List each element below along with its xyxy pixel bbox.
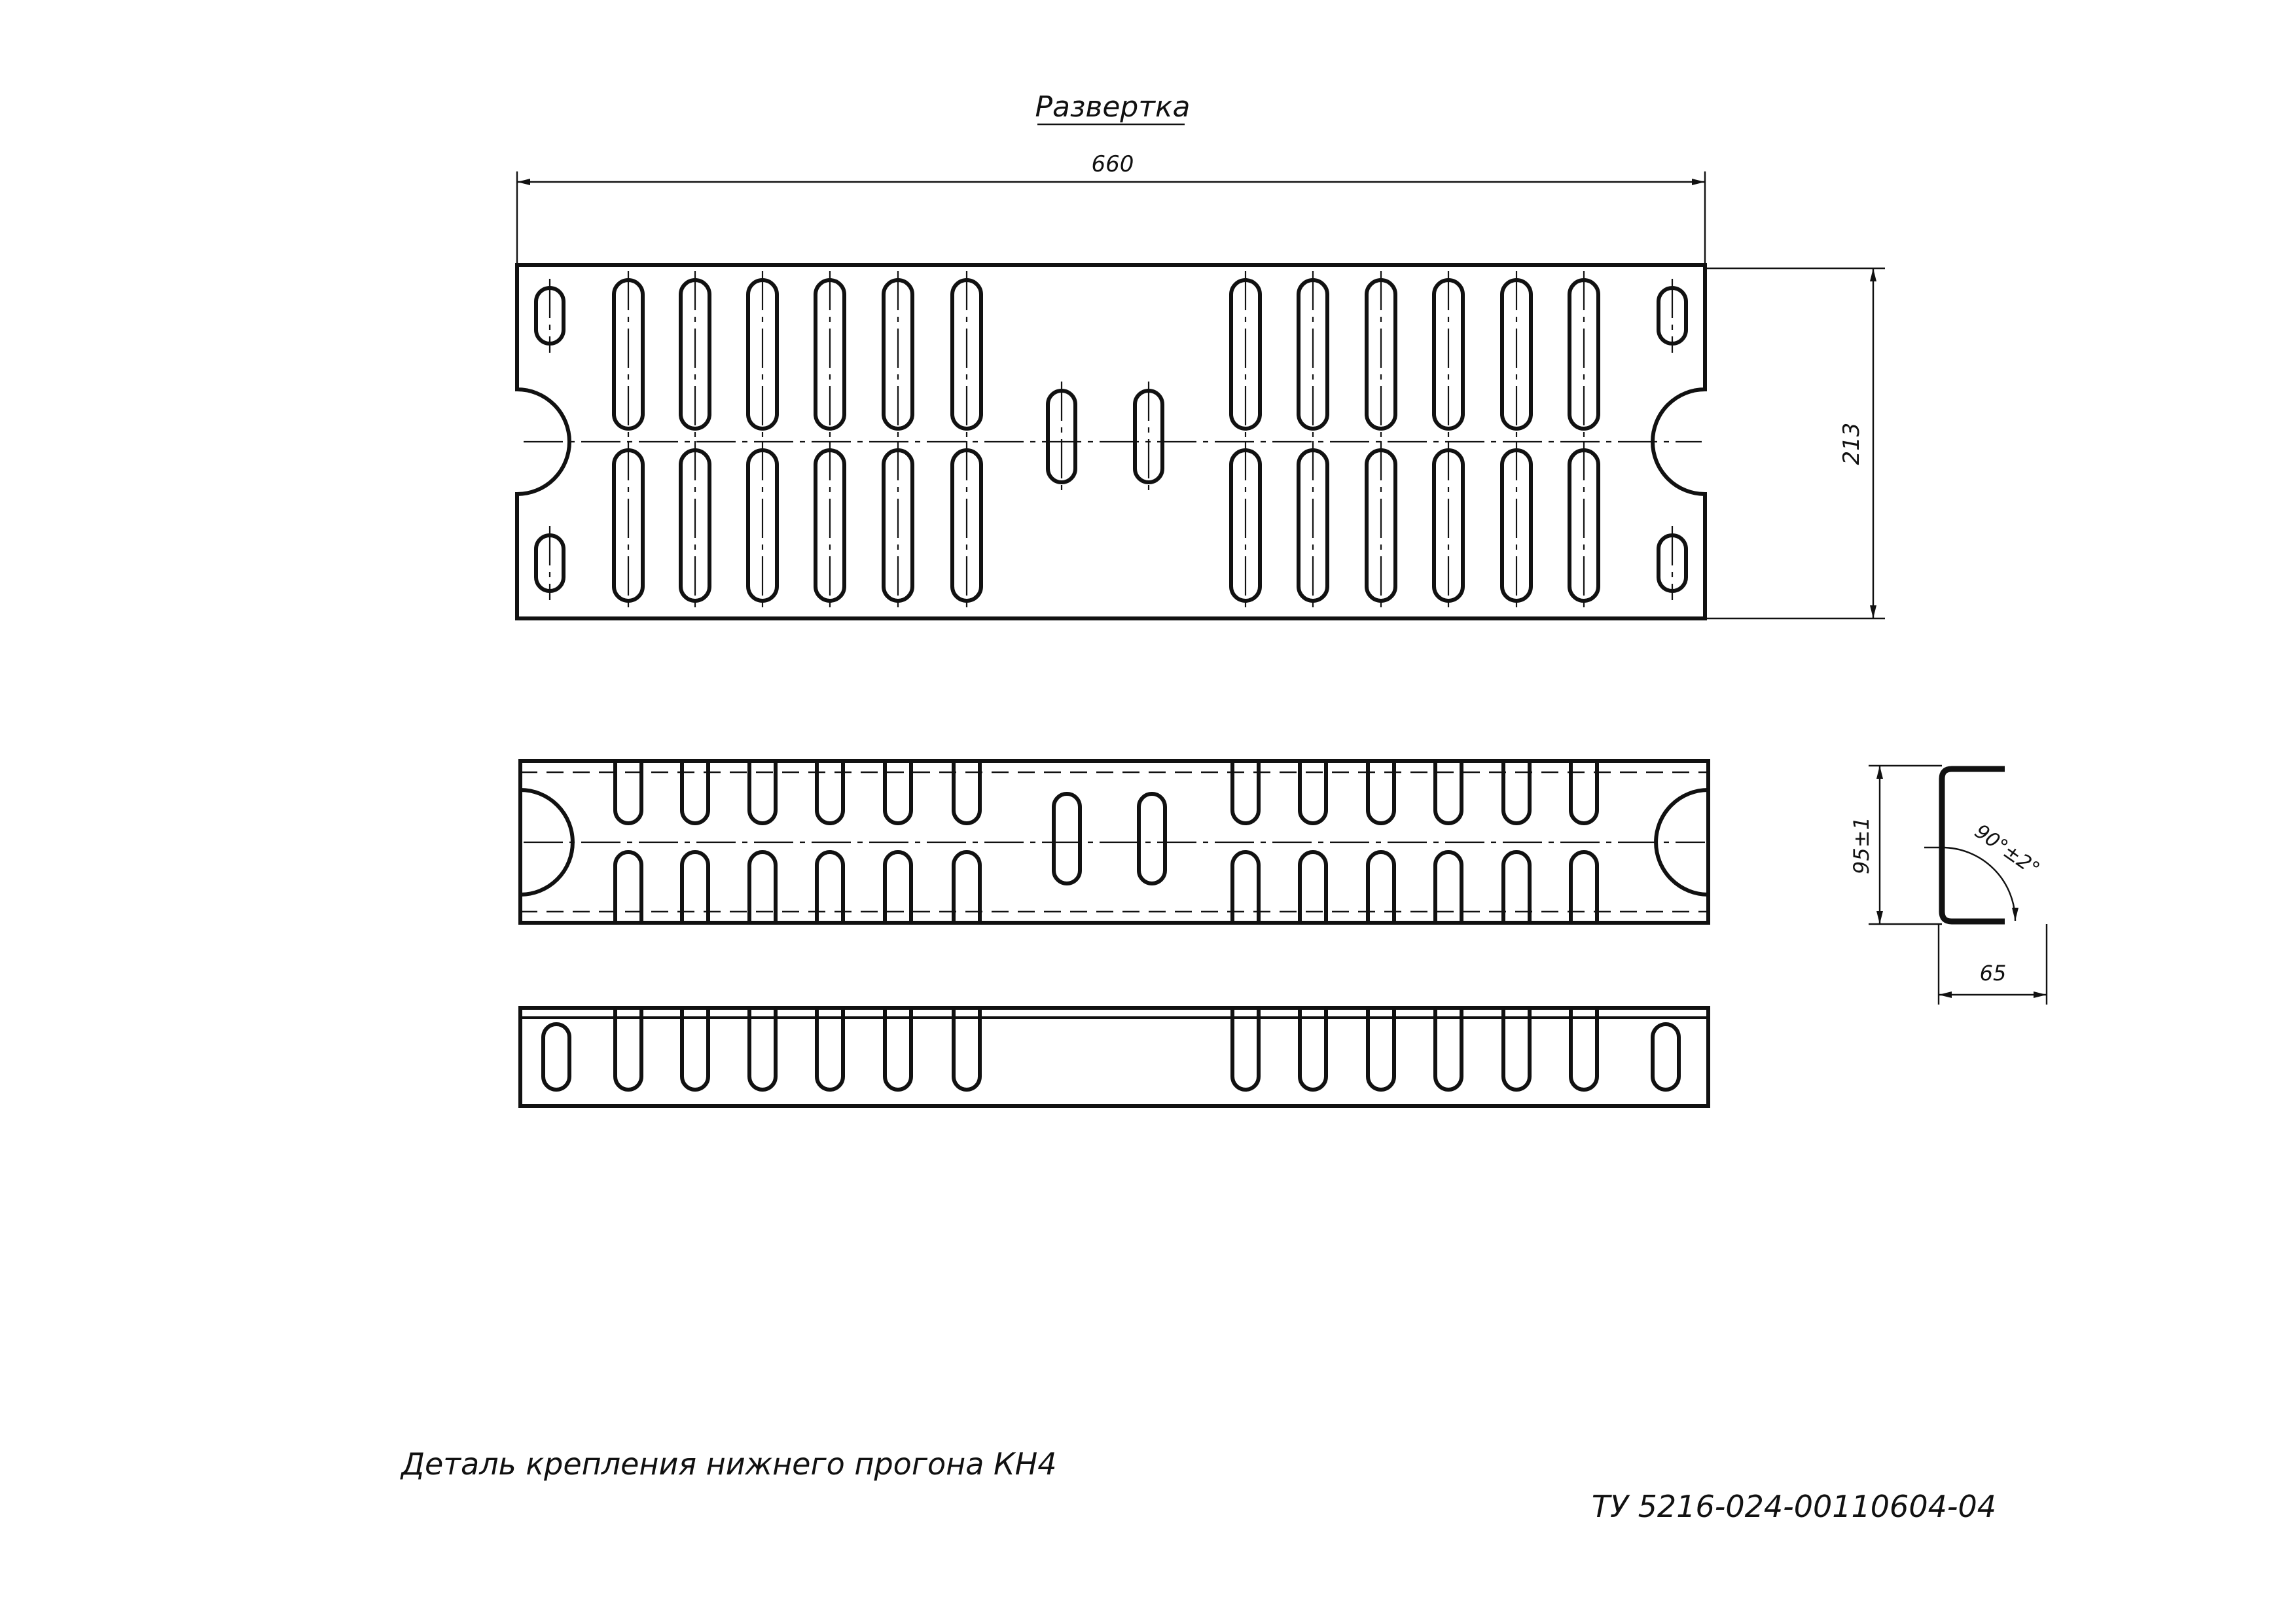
dimension-width: 213 — [1705, 267, 1885, 620]
flat-pattern-slots — [524, 271, 1702, 610]
bottom-u-slot — [883, 1008, 913, 1092]
part-caption: Деталь крепления нижнего прогона КН4 — [400, 1446, 1057, 1482]
cross-section-profile — [1939, 766, 2005, 925]
front-center-slot — [1052, 792, 1082, 885]
dimension-height-label: 95±1 — [1849, 817, 1874, 874]
dimension-length-label: 660 — [1092, 151, 1134, 177]
front-view-slots — [613, 761, 1599, 923]
bottom-end-slot — [1651, 1022, 1681, 1092]
document-code: ТУ 5216-024-00110604-04 — [1592, 1489, 1996, 1524]
front-lower-u-slot — [680, 850, 710, 923]
front-lower-u-slot — [613, 850, 643, 923]
drawing-title: Развертка — [1035, 90, 1191, 124]
front-lower-u-slot — [747, 850, 778, 923]
front-upper-u-slot — [680, 761, 710, 825]
bottom-view-outline — [518, 1006, 1710, 1108]
bottom-u-slot — [1501, 1008, 1532, 1092]
cross-section-view: 95±1 65 90°±2° — [1849, 764, 2048, 1005]
front-upper-u-slot — [1230, 761, 1261, 825]
dimension-flange-label: 65 — [1980, 961, 2007, 986]
front-lower-u-slot — [1298, 850, 1328, 923]
front-upper-u-slot — [747, 761, 778, 825]
bottom-u-slot — [1298, 1008, 1328, 1092]
flat-pattern-view — [515, 263, 1707, 620]
bottom-view-slots — [541, 1008, 1681, 1092]
bottom-view — [518, 1006, 1710, 1108]
dimension-angle-label: 90°±2° — [1970, 820, 2043, 881]
front-lower-u-slot — [883, 850, 913, 923]
bottom-u-slot — [1366, 1008, 1396, 1092]
front-upper-u-slot — [815, 761, 845, 825]
front-upper-u-slot — [1501, 761, 1532, 825]
bottom-u-slot — [815, 1008, 845, 1092]
front-lower-u-slot — [1569, 850, 1599, 923]
front-upper-u-slot — [613, 761, 643, 825]
front-view-left-notch — [520, 788, 575, 897]
bottom-u-slot — [747, 1008, 778, 1092]
front-upper-u-slot — [1298, 761, 1328, 825]
front-upper-u-slot — [1569, 761, 1599, 825]
bottom-u-slot — [613, 1008, 643, 1092]
bottom-u-slot — [1433, 1008, 1463, 1092]
angle-arc — [1941, 846, 2018, 921]
front-lower-u-slot — [1433, 850, 1463, 923]
front-center-slot — [1137, 792, 1167, 885]
bottom-u-slot — [1569, 1008, 1599, 1092]
front-lower-u-slot — [1230, 850, 1261, 923]
front-upper-u-slot — [952, 761, 982, 825]
front-lower-u-slot — [1366, 850, 1396, 923]
front-upper-u-slot — [883, 761, 913, 825]
front-view-outline — [518, 759, 1710, 925]
front-lower-u-slot — [815, 850, 845, 923]
bottom-u-slot — [952, 1008, 982, 1092]
front-lower-u-slot — [952, 850, 982, 923]
front-upper-u-slot — [1366, 761, 1396, 825]
bottom-u-slot — [680, 1008, 710, 1092]
bottom-end-slot — [541, 1022, 571, 1092]
front-view-right-notch — [1654, 788, 1709, 897]
front-lower-u-slot — [1501, 850, 1532, 923]
front-upper-u-slot — [1433, 761, 1463, 825]
dimension-length: 660 — [516, 151, 1706, 265]
front-view — [518, 759, 1710, 925]
dimension-width-label: 213 — [1839, 423, 1865, 465]
bottom-u-slot — [1230, 1008, 1261, 1092]
